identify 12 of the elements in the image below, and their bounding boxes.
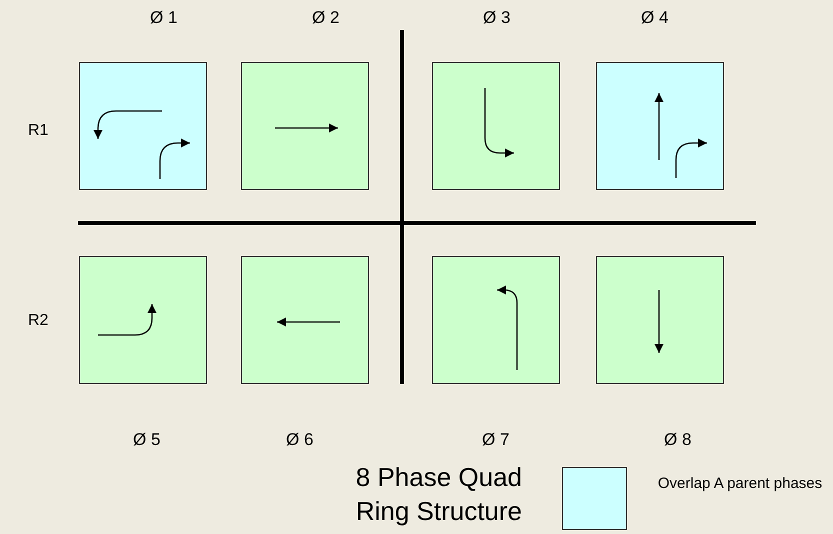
legend-label: Overlap A parent phases [656, 474, 824, 494]
phase-label: Ø 6 [286, 430, 314, 450]
phase-label: Ø 3 [483, 8, 510, 28]
phase-label: Ø 5 [133, 430, 160, 450]
phase-label: Ø 2 [312, 8, 340, 28]
phase-label: Ø 8 [664, 430, 692, 450]
phase-label: Ø 7 [482, 430, 510, 450]
phase-label: Ø 4 [641, 8, 668, 28]
caption: 8 Phase Quad Ring Structure [354, 461, 522, 528]
ring-label: R1 [28, 122, 48, 140]
phase-label: Ø 1 [150, 8, 178, 28]
ring-label: R2 [28, 312, 48, 330]
